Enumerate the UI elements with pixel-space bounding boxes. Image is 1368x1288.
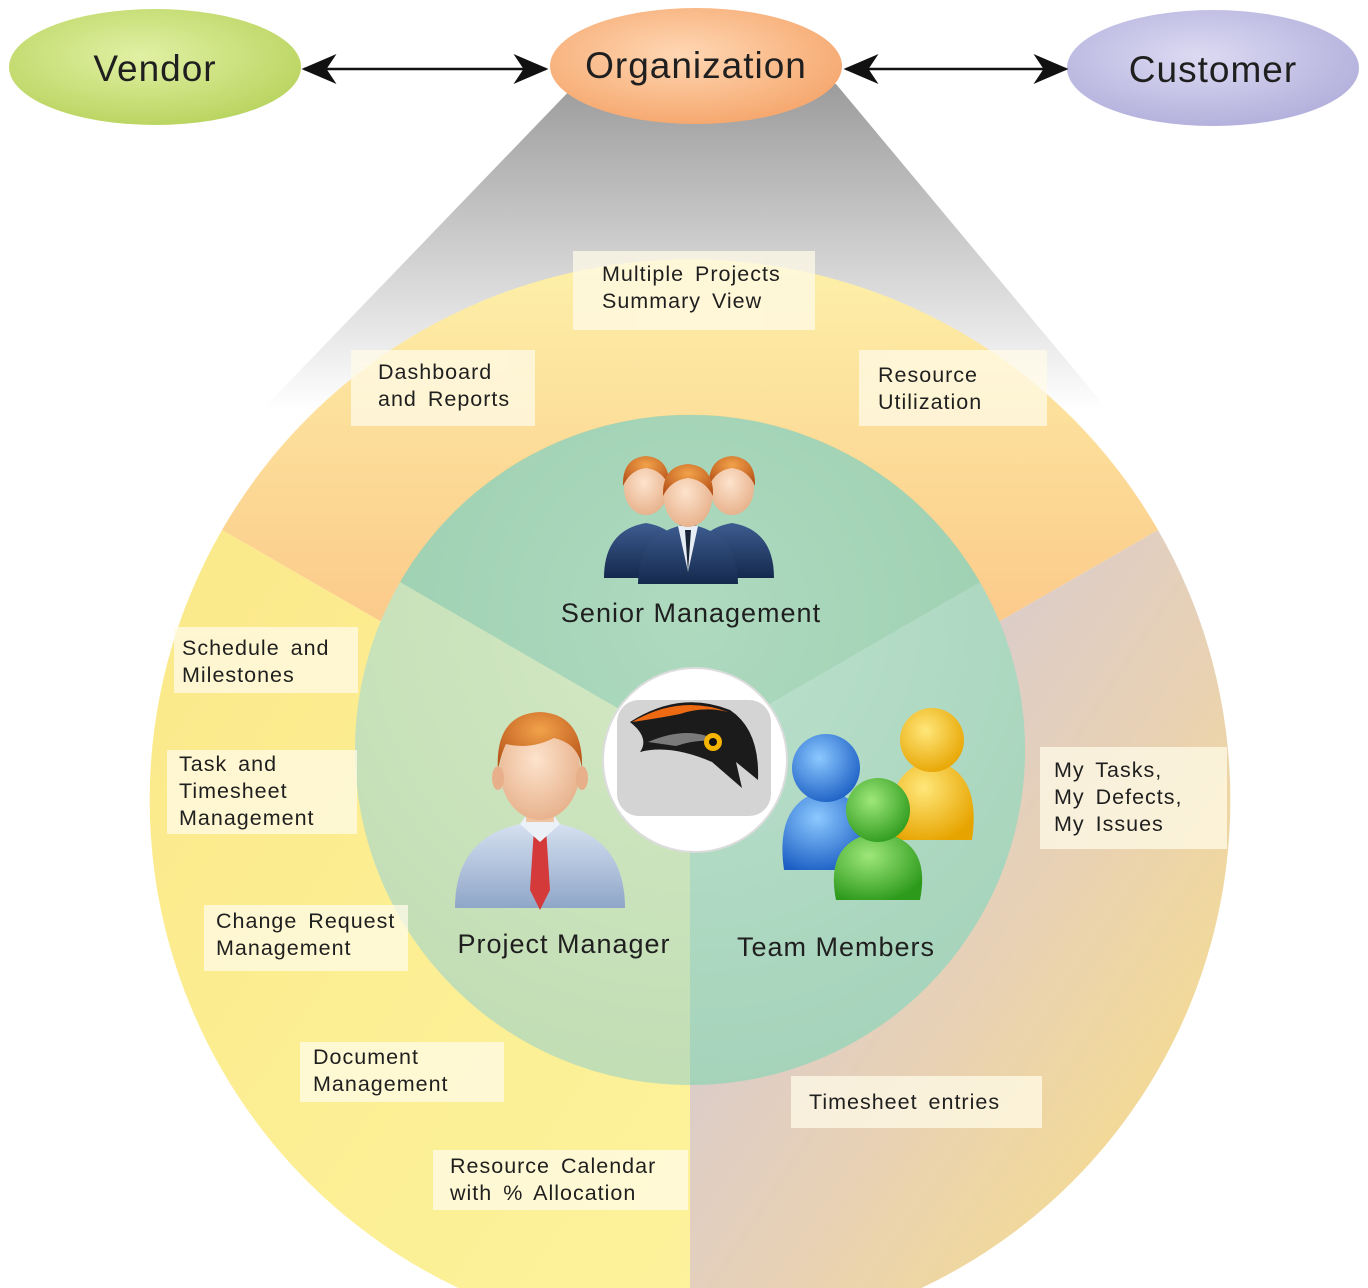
vendor-oval (9, 9, 301, 125)
feature-change-request: Change Request Management (216, 909, 396, 960)
team-members-label: Team Members (736, 932, 936, 962)
feature-schedule-milestones: Schedule and Milestones (182, 636, 330, 687)
feature-task-timesheet: Task and Timesheet Management (179, 752, 315, 830)
feature-document-management: Document Management (313, 1045, 449, 1096)
team-people-icon (782, 708, 974, 900)
customer-label: Customer (1128, 49, 1298, 90)
customer-oval (1067, 10, 1359, 126)
project-manager-label: Project Manager (457, 929, 671, 959)
feature-my-items: My Tasks, My Defects, My Issues (1054, 758, 1183, 836)
senior-management-label: Senior Management (560, 598, 822, 628)
vendor-label: Vendor (93, 48, 217, 89)
feature-timesheet-entries: Timesheet entries (809, 1090, 1001, 1114)
organization-oval (550, 8, 842, 124)
feature-multiple-projects: Multiple Projects Summary View (602, 262, 781, 313)
organization-label: Organization (585, 45, 807, 86)
group-people-icon (604, 456, 774, 584)
feature-resource-calendar: Resource Calendar with % Allocation (450, 1154, 657, 1205)
person-icon (455, 712, 625, 910)
feature-box-backgrounds (167, 251, 1227, 1210)
hawk-logo-icon (602, 667, 788, 853)
feature-dashboard-reports: Dashboard and Reports (378, 360, 511, 411)
feature-resource-utilization: Resource Utilization (878, 363, 983, 414)
